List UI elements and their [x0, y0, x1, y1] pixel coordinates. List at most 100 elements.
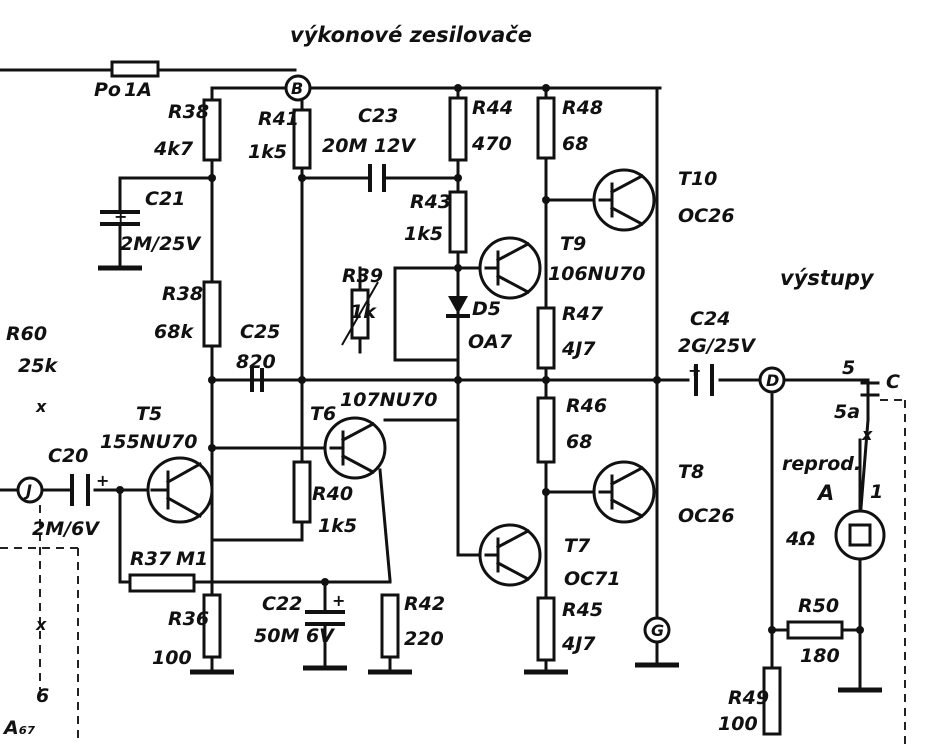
C23-value: 20M 12V	[322, 135, 416, 157]
R36-name: R36	[168, 608, 209, 630]
R48-name: R48	[562, 97, 603, 119]
C20-name: C20	[48, 445, 88, 467]
R44-value: 470	[471, 133, 512, 155]
R40-name: R40	[312, 483, 353, 505]
R50-name: R50	[798, 595, 839, 617]
speaker-name: A	[816, 481, 834, 505]
R49-name: R49	[728, 687, 769, 709]
R45-value: 4J7	[561, 633, 596, 655]
transistor-T5	[146, 456, 214, 524]
T6-name: T6	[310, 403, 336, 425]
terminal-J-label: J	[23, 481, 32, 500]
terminal-5-label: 5	[842, 357, 855, 379]
R41-value: 1k5	[248, 141, 287, 163]
transistor-T9	[478, 236, 542, 300]
transistor-T6	[323, 416, 387, 480]
C22-name: C22	[262, 593, 302, 615]
capacitors	[70, 164, 714, 670]
resistor-R38-mid	[202, 280, 222, 348]
T10-value: OC26	[678, 205, 735, 227]
resistor-R44	[448, 96, 468, 162]
resistor-R41	[292, 108, 312, 170]
D5-value: OA7	[468, 331, 513, 353]
grounds	[190, 640, 882, 693]
R36-value: 100	[152, 647, 192, 669]
speaker-label: reprod.	[782, 453, 861, 475]
output-label: výstupy	[780, 266, 875, 290]
T5-value: 155NU70	[100, 431, 197, 453]
terminal-B-label: B	[291, 79, 303, 98]
C21-name: C21	[145, 188, 185, 210]
resistor-R47	[536, 306, 556, 370]
edge-label-plus1: +	[96, 471, 109, 490]
terminal-G	[643, 616, 671, 644]
T8-value: OC26	[678, 505, 735, 527]
edge-label-plus3: +	[332, 591, 345, 610]
terminals	[16, 74, 880, 644]
resistor-R50	[786, 620, 844, 640]
transistor-T10	[592, 168, 656, 232]
R41-name: R41	[258, 108, 299, 130]
C21-value: 2M/25V	[120, 233, 202, 255]
terminal-C-label: C	[886, 371, 900, 393]
R45-name: R45	[562, 599, 603, 621]
R37-value: M1	[176, 548, 208, 570]
junctions	[116, 84, 864, 634]
R43-name: R43	[410, 191, 451, 213]
R43-value: 1k5	[404, 223, 443, 245]
R48-value: 68	[562, 133, 588, 155]
terminal-G-label: G	[651, 621, 664, 640]
fuse-name: Po	[94, 79, 121, 101]
resistor-R49	[762, 666, 782, 736]
R38-mid-value: 68k	[154, 321, 194, 343]
R39-name: R39	[342, 265, 383, 287]
terminal-J	[16, 476, 44, 504]
T7-name: T7	[564, 535, 591, 557]
R49-value: 100	[718, 713, 758, 735]
transistor-T8	[592, 460, 656, 524]
terminal-5a-label: 5a	[834, 401, 860, 423]
resistor-R42	[380, 593, 400, 659]
T7-value: OC71	[564, 568, 621, 590]
terminal-B	[284, 74, 312, 102]
wiring	[0, 86, 870, 692]
edge-label-plus2: +	[114, 207, 127, 226]
resistor-R37	[128, 573, 196, 593]
R47-name: R47	[562, 303, 604, 325]
resistor-R38-top	[202, 98, 222, 162]
C22-value: 50M 6V	[254, 625, 335, 647]
R60-value: 25k	[18, 355, 58, 377]
R46-value: 68	[566, 431, 592, 453]
resistor-R45	[536, 596, 556, 662]
R40-value: 1k5	[318, 515, 357, 537]
R37-name: R37	[130, 548, 172, 570]
R38-top-value: 4k7	[153, 138, 194, 160]
speaker-pin: 1	[870, 481, 883, 503]
C24-value: 2G/25V	[678, 335, 756, 357]
resistor-R46	[536, 396, 556, 464]
edge-label-b: 6	[36, 685, 49, 707]
D5-name: D5	[472, 298, 501, 320]
T9-name: T9	[560, 233, 586, 255]
speaker-symbol	[834, 438, 886, 561]
R42-name: R42	[404, 593, 445, 615]
C25-value: 820	[236, 351, 276, 373]
C25-name: C25	[240, 321, 280, 343]
terminal-D	[758, 366, 786, 394]
R44-name: R44	[472, 97, 513, 119]
R38-top-name: R38	[168, 101, 209, 123]
T8-name: T8	[678, 461, 704, 483]
edge-label-x1: x	[35, 397, 47, 416]
diagram-title: výkonové zesilovače	[290, 23, 532, 47]
R46-name: R46	[566, 395, 607, 417]
diode-D5	[446, 296, 470, 318]
speaker-impedance: 4Ω	[785, 528, 815, 550]
supply-rail	[0, 60, 662, 90]
edge-label-plus4: +	[688, 361, 701, 380]
transistors	[146, 168, 656, 587]
resistor-R40	[292, 460, 312, 524]
edge-label-a: A₆₇	[2, 717, 35, 739]
T9-value: 106NU70	[548, 263, 645, 285]
edge-label-x2: x	[35, 615, 47, 634]
